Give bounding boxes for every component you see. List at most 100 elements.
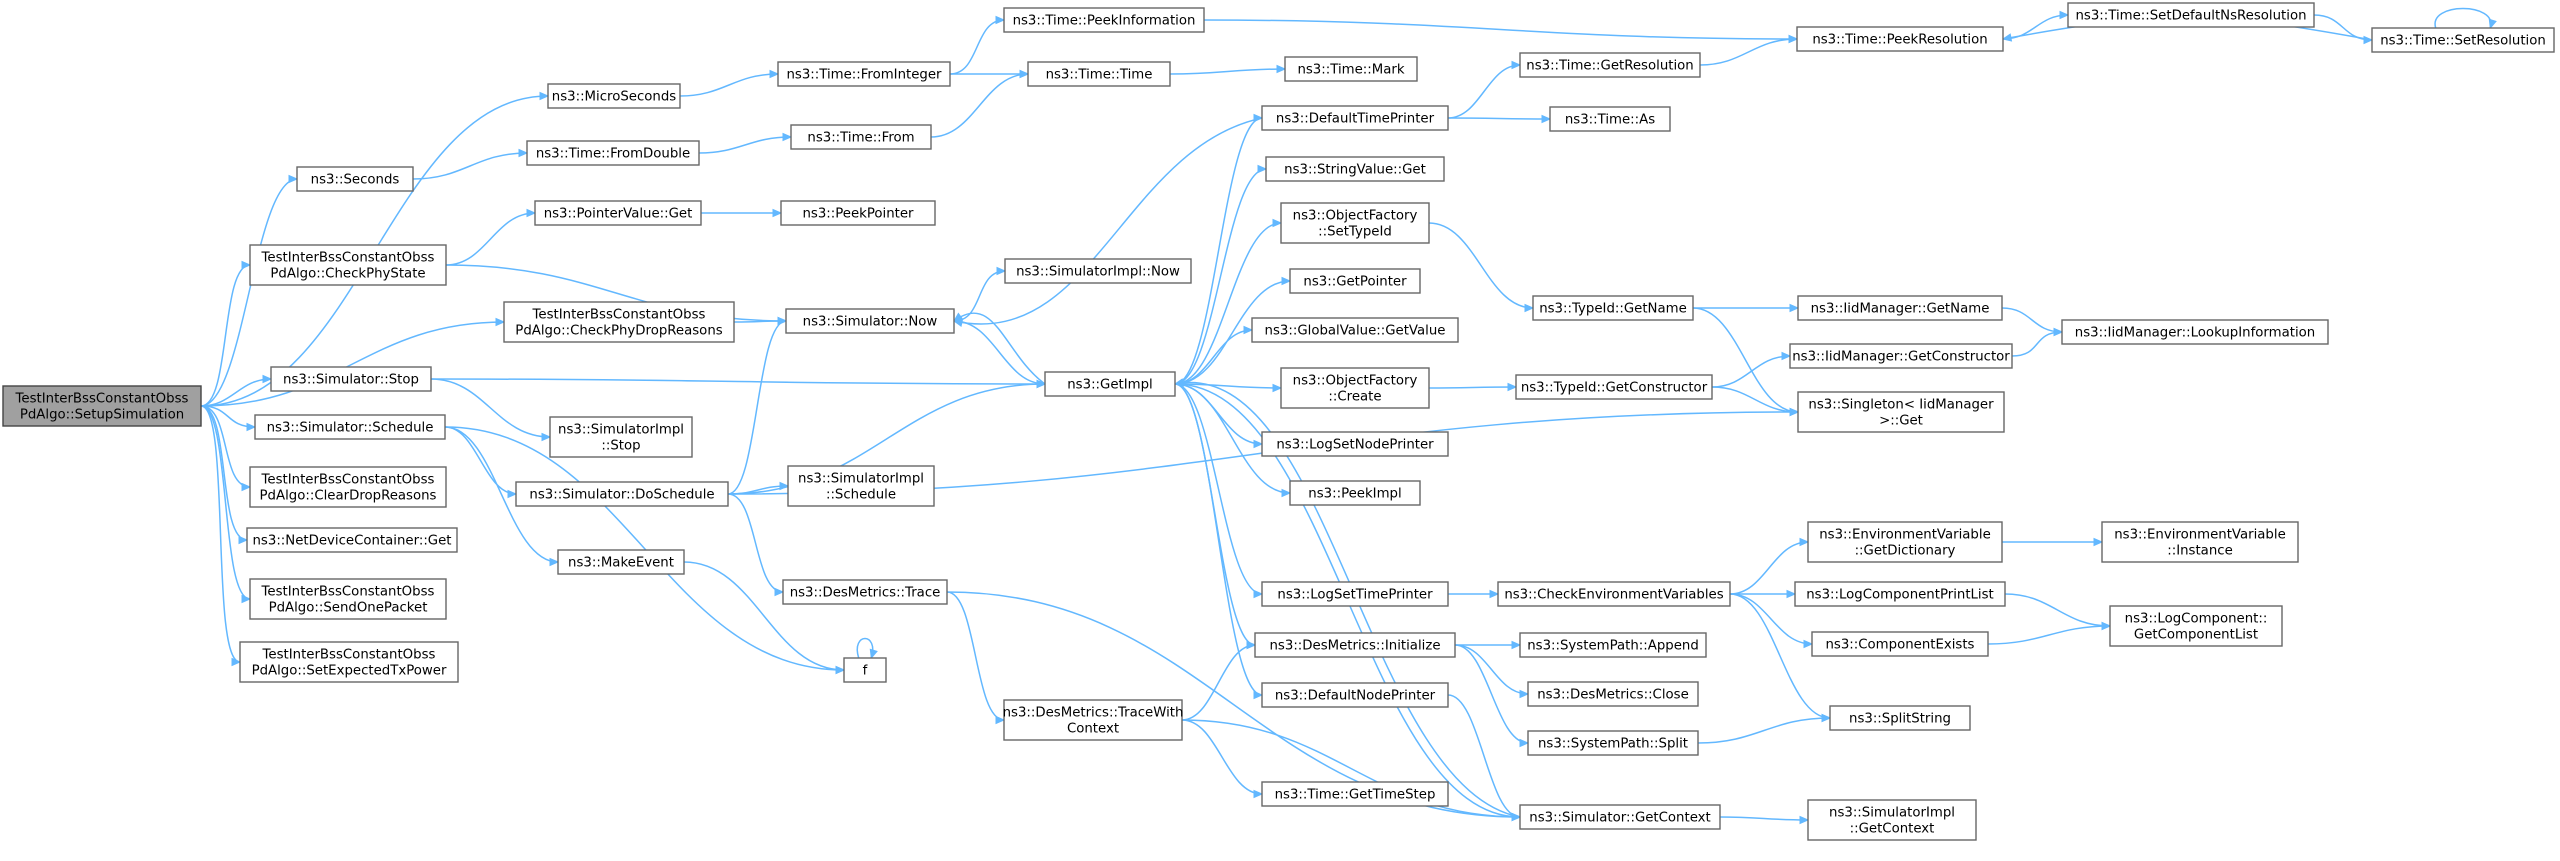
edge-obj-fact-set-type-id-to-type-id-get-name bbox=[1428, 222, 1534, 309]
node-time-from[interactable]: ns3::Time::From bbox=[790, 124, 932, 150]
node-box bbox=[2, 385, 202, 427]
node-des-close[interactable]: ns3::DesMetrics::Close bbox=[1527, 681, 1699, 707]
node-peek-resolution[interactable]: ns3::Time::PeekResolution bbox=[1796, 26, 2004, 52]
node-send-one-packet[interactable]: TestInterBssConstantObssPdAlgo::SendOneP… bbox=[249, 578, 447, 620]
node-get-time-step[interactable]: ns3::Time::GetTimeStep bbox=[1261, 781, 1449, 807]
node-label: ns3::EnvironmentVariable bbox=[2114, 528, 2286, 543]
node-sim-stop[interactable]: ns3::Simulator::Stop bbox=[270, 366, 432, 392]
node-from-double[interactable]: ns3::Time::FromDouble bbox=[526, 140, 700, 166]
edge-get-impl-to-obj-fact-create bbox=[1174, 383, 1282, 389]
edge-trace-with-context-to-sim-get-context bbox=[1181, 719, 1521, 818]
node-box bbox=[1044, 371, 1176, 397]
node-obj-fact-create[interactable]: ns3::ObjectFactory::Create bbox=[1280, 367, 1430, 409]
node-peek-information[interactable]: ns3::Time::PeekInformation bbox=[1003, 7, 1205, 33]
node-des-initialize[interactable]: ns3::DesMetrics::Initialize bbox=[1254, 632, 1456, 658]
node-label: PdAlgo::ClearDropReasons bbox=[260, 489, 437, 504]
edge-obj-fact-create-to-type-id-get-constructor bbox=[1428, 386, 1517, 389]
node-sim-impl-get-context[interactable]: ns3::SimulatorImpl::GetContext bbox=[1807, 799, 1977, 841]
node-make-event[interactable]: ns3::MakeEvent bbox=[557, 549, 685, 575]
node-iid-lookup-information[interactable]: ns3::IidManager::LookupInformation bbox=[2061, 319, 2329, 345]
node-set-default-ns-resolution[interactable]: ns3::Time::SetDefaultNsResolution bbox=[2067, 2, 2315, 28]
node-box bbox=[1265, 156, 1445, 182]
node-sim-schedule[interactable]: ns3::Simulator::Schedule bbox=[254, 414, 446, 440]
edge-sim-stop-to-sim-impl-stop bbox=[430, 378, 551, 438]
node-label: ns3::DefaultTimePrinter bbox=[1276, 112, 1435, 127]
node-default-node-printer[interactable]: ns3::DefaultNodePrinter bbox=[1261, 682, 1449, 708]
node-split-string[interactable]: ns3::SplitString bbox=[1829, 705, 1971, 731]
node-log-set-time-printer[interactable]: ns3::LogSetTimePrinter bbox=[1261, 581, 1449, 607]
edge-arrowhead bbox=[541, 432, 552, 442]
node-log-comp-get-component-list[interactable]: ns3::LogComponent::GetComponentList bbox=[2109, 605, 2283, 647]
node-label: ns3::Simulator::Schedule bbox=[267, 421, 434, 436]
node-time-as[interactable]: ns3::Time::As bbox=[1549, 106, 1671, 132]
node-get-resolution[interactable]: ns3::Time::GetResolution bbox=[1519, 52, 1701, 78]
node-sim-get-context[interactable]: ns3::Simulator::GetContext bbox=[1519, 804, 1721, 830]
node-label: PdAlgo::SetupSimulation bbox=[20, 408, 184, 423]
node-label: ns3::SystemPath::Append bbox=[1527, 639, 1699, 654]
node-peek-pointer[interactable]: ns3::PeekPointer bbox=[780, 200, 936, 226]
node-get-impl[interactable]: ns3::GetImpl bbox=[1044, 371, 1176, 397]
node-box bbox=[1280, 367, 1430, 409]
node-des-trace[interactable]: ns3::DesMetrics::Trace bbox=[782, 579, 948, 605]
node-sim-impl-now[interactable]: ns3::SimulatorImpl::Now bbox=[1004, 258, 1192, 284]
node-string-value-get[interactable]: ns3::StringValue::Get bbox=[1265, 156, 1445, 182]
node-box bbox=[1497, 581, 1731, 607]
node-log-set-node-printer[interactable]: ns3::LogSetNodePrinter bbox=[1261, 431, 1449, 457]
node-type-id-get-constructor[interactable]: ns3::TypeId::GetConstructor bbox=[1515, 374, 1713, 400]
node-box bbox=[785, 308, 955, 334]
node-from-integer[interactable]: ns3::Time::FromInteger bbox=[777, 61, 951, 87]
node-micro-seconds[interactable]: ns3::MicroSeconds bbox=[547, 83, 681, 109]
node-sys-path-append[interactable]: ns3::SystemPath::Append bbox=[1519, 632, 1707, 658]
node-label: ns3::Time::PeekResolution bbox=[1812, 33, 1987, 48]
node-f[interactable]: f bbox=[843, 657, 887, 683]
node-singleton-get[interactable]: ns3::Singleton< IidManager>::Get bbox=[1797, 391, 2005, 433]
node-sim-now[interactable]: ns3::Simulator::Now bbox=[785, 308, 955, 334]
node-do-schedule[interactable]: ns3::Simulator::DoSchedule bbox=[515, 481, 729, 507]
node-set-expected-tx-power[interactable]: TestInterBssConstantObssPdAlgo::SetExpec… bbox=[239, 641, 459, 683]
edge-arrowhead bbox=[1246, 640, 1257, 650]
node-check-phy-drop-reasons[interactable]: TestInterBssConstantObssPdAlgo::CheckPhy… bbox=[503, 301, 735, 343]
node-time-time[interactable]: ns3::Time::Time bbox=[1027, 61, 1171, 87]
node-label: ns3::ObjectFactory bbox=[1293, 209, 1418, 224]
node-pointer-value-get[interactable]: ns3::PointerValue::Get bbox=[534, 200, 702, 226]
node-box bbox=[270, 366, 432, 392]
node-sys-path-split[interactable]: ns3::SystemPath::Split bbox=[1527, 730, 1699, 756]
node-get-pointer[interactable]: ns3::GetPointer bbox=[1289, 268, 1421, 294]
edge-setup-simulation-to-clear-drop-reasons bbox=[200, 405, 251, 488]
node-clear-drop-reasons[interactable]: TestInterBssConstantObssPdAlgo::ClearDro… bbox=[249, 466, 447, 508]
edge-arrowhead bbox=[262, 374, 273, 384]
node-label: ns3::DesMetrics::TraceWith bbox=[1003, 706, 1184, 721]
edge-get-impl-to-peek-impl bbox=[1174, 383, 1291, 494]
node-default-time-printer[interactable]: ns3::DefaultTimePrinter bbox=[1261, 105, 1449, 131]
node-iid-get-name[interactable]: ns3::IidManager::GetName bbox=[1797, 295, 2003, 321]
node-time-mark[interactable]: ns3::Time::Mark bbox=[1284, 56, 1418, 82]
node-sim-impl-stop[interactable]: ns3::SimulatorImpl::Stop bbox=[549, 416, 693, 458]
node-label: ns3::Time::SetDefaultNsResolution bbox=[2075, 9, 2306, 24]
node-sim-impl-schedule[interactable]: ns3::SimulatorImpl::Schedule bbox=[787, 465, 935, 507]
call-edges bbox=[200, 7, 2497, 825]
node-setup-simulation[interactable]: TestInterBssConstantObssPdAlgo::SetupSim… bbox=[2, 385, 202, 427]
node-set-resolution[interactable]: ns3::Time::SetResolution bbox=[2371, 27, 2555, 53]
node-box bbox=[1003, 7, 1205, 33]
node-check-phy-state[interactable]: TestInterBssConstantObssPdAlgo::CheckPhy… bbox=[249, 244, 447, 286]
node-env-get-dictionary[interactable]: ns3::EnvironmentVariable::GetDictionary bbox=[1807, 521, 2003, 563]
node-seconds[interactable]: ns3::Seconds bbox=[296, 166, 414, 192]
node-check-env-vars[interactable]: ns3::CheckEnvironmentVariables bbox=[1497, 581, 1731, 607]
node-global-value-get-value[interactable]: ns3::GlobalValue::GetValue bbox=[1251, 317, 1459, 343]
node-box bbox=[526, 140, 700, 166]
node-obj-fact-set-type-id[interactable]: ns3::ObjectFactory::SetTypeId bbox=[1280, 202, 1430, 244]
node-component-exists[interactable]: ns3::ComponentExists bbox=[1811, 631, 1989, 657]
node-net-dev-get[interactable]: ns3::NetDeviceContainer::Get bbox=[246, 527, 458, 553]
node-log-component-print-list[interactable]: ns3::LogComponentPrintList bbox=[1794, 581, 2006, 607]
node-box bbox=[1549, 106, 1671, 132]
node-box bbox=[547, 83, 681, 109]
node-env-instance[interactable]: ns3::EnvironmentVariable::Instance bbox=[2101, 521, 2299, 563]
node-label: ns3::Time::From bbox=[807, 131, 914, 146]
node-label: TestInterBssConstantObss bbox=[262, 648, 436, 663]
node-iid-get-constructor[interactable]: ns3::IidManager::GetConstructor bbox=[1789, 343, 2013, 369]
edge-micro-seconds-to-from-integer bbox=[679, 73, 779, 97]
node-box bbox=[2101, 521, 2299, 563]
node-type-id-get-name[interactable]: ns3::TypeId::GetName bbox=[1532, 295, 1694, 321]
node-peek-impl[interactable]: ns3::PeekImpl bbox=[1289, 480, 1421, 506]
